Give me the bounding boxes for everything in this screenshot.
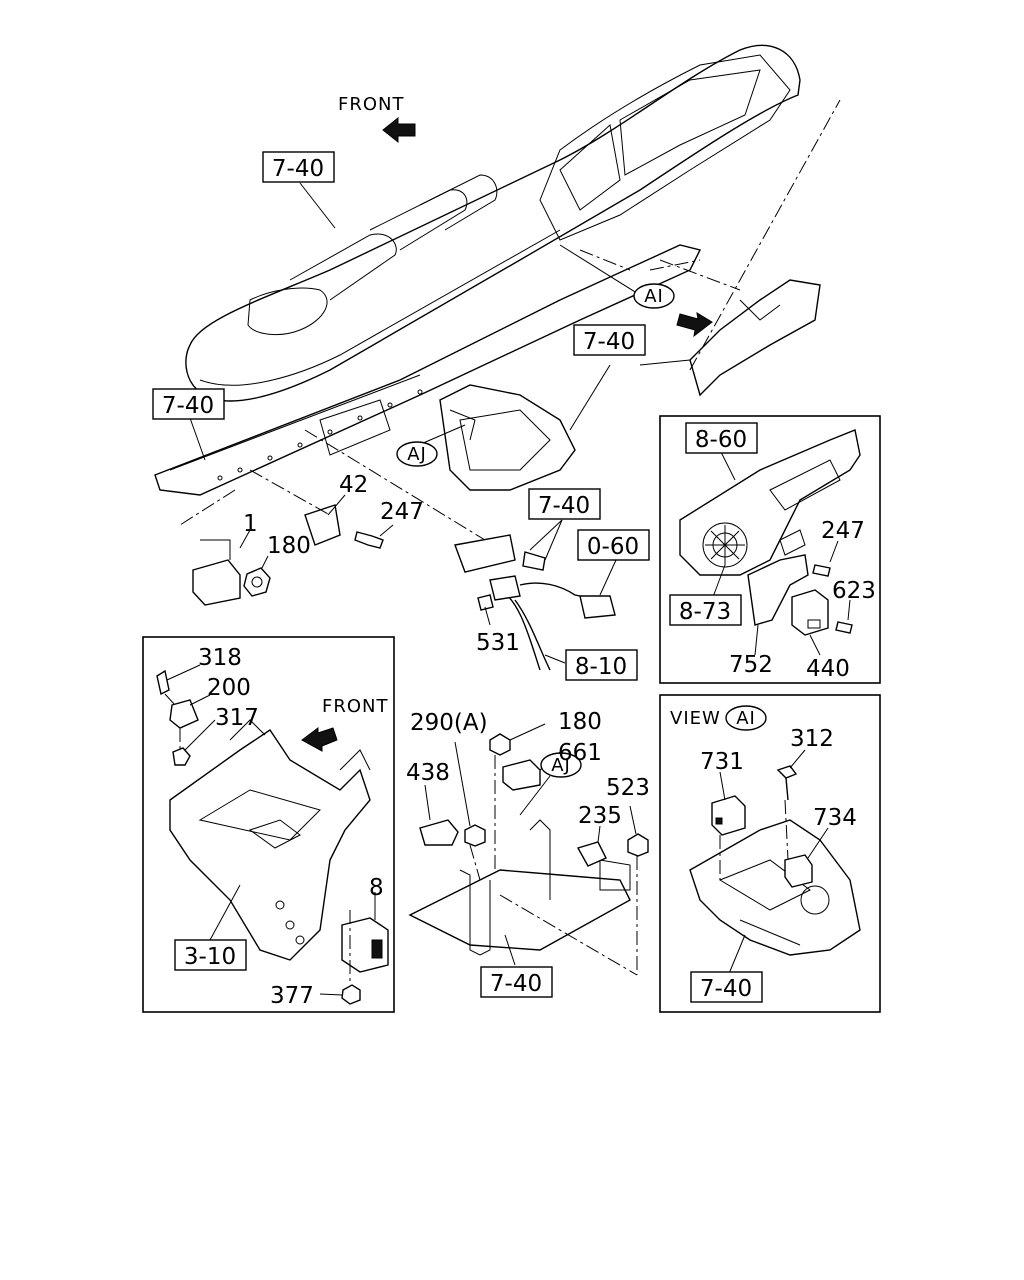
part-623: 623 [832,578,876,604]
part-734: 734 [813,805,857,831]
svg-text:AI: AI [644,286,664,307]
part-438: 438 [406,760,450,786]
front-arrow-main [382,116,416,144]
part-318: 318 [198,645,242,671]
part-731: 731 [700,749,744,775]
part-312: 312 [790,726,834,752]
ref-box-8-60: 8-60 [685,422,758,454]
panel-view-ai [659,694,881,1013]
view-marker-aj-main: AJ [396,441,438,467]
front-label-main: FRONT [338,94,405,115]
svg-text:7-40: 7-40 [272,156,324,182]
part-661: 661 [558,740,602,766]
svg-text:7-40: 7-40 [538,493,590,519]
svg-text:7-40: 7-40 [700,976,752,1002]
ai-arrow-main [676,312,713,338]
panel-bracket-left [142,636,395,1013]
view-marker-ai-main: AI [633,283,675,309]
view-marker-aj-inset: AJ [540,752,582,778]
ref-box-center-7-40: 7-40 [480,966,553,998]
part-247-main: 247 [380,499,424,525]
ref-box-harness-0-60: 0-60 [577,529,650,561]
svg-text:7-40: 7-40 [583,329,635,355]
part-523: 523 [606,775,650,801]
part-8: 8 [369,875,384,901]
part-1: 1 [243,511,258,537]
ref-box-dash-left: 7-40 [152,388,225,420]
svg-text:7-40: 7-40 [490,971,542,997]
instrument-panel-assembly [154,44,841,671]
ref-box-view-7-40: 7-40 [690,971,763,1003]
ref-box-harness-8-10: 8-10 [565,649,638,681]
part-247-right: 247 [821,518,865,544]
svg-text:0-60: 0-60 [587,534,639,560]
view-marker-ai-view: AI [725,705,767,731]
svg-text:AJ: AJ [551,755,571,776]
svg-text:8-60: 8-60 [695,427,747,453]
part-235: 235 [578,803,622,829]
bolt-247-main [354,531,384,549]
svg-text:AJ: AJ [407,444,427,465]
view-label: VIEW [670,708,721,729]
ref-box-dash-right: 7-40 [573,324,646,356]
part-290a: 290(A) [410,710,488,736]
ref-box-bracket-mid: 7-40 [528,488,601,520]
ref-box-8-73: 8-73 [669,594,742,626]
part-200: 200 [207,675,251,701]
svg-text:8-73: 8-73 [679,599,731,625]
part-317: 317 [215,705,259,731]
svg-text:3-10: 3-10 [184,944,236,970]
ref-box-3-10: 3-10 [174,939,247,971]
part-180-main: 180 [267,533,311,559]
front-label-inset: FRONT [322,696,389,717]
part-752: 752 [729,652,773,678]
part-531: 531 [476,630,520,656]
module-part-1 [192,539,241,606]
part-440: 440 [806,656,850,682]
ref-box-dash-top: 7-40 [262,151,335,183]
svg-text:7-40: 7-40 [162,393,214,419]
part-180-center: 180 [558,709,602,735]
part-42: 42 [339,472,368,498]
svg-text:8-10: 8-10 [575,654,627,680]
cross-beam-holes [217,389,423,481]
part-377: 377 [270,983,314,1009]
detail-aj-bracket [408,723,649,976]
svg-text:AI: AI [736,708,756,729]
panel-meter-detail [659,415,881,684]
nut-180-main [243,567,271,597]
